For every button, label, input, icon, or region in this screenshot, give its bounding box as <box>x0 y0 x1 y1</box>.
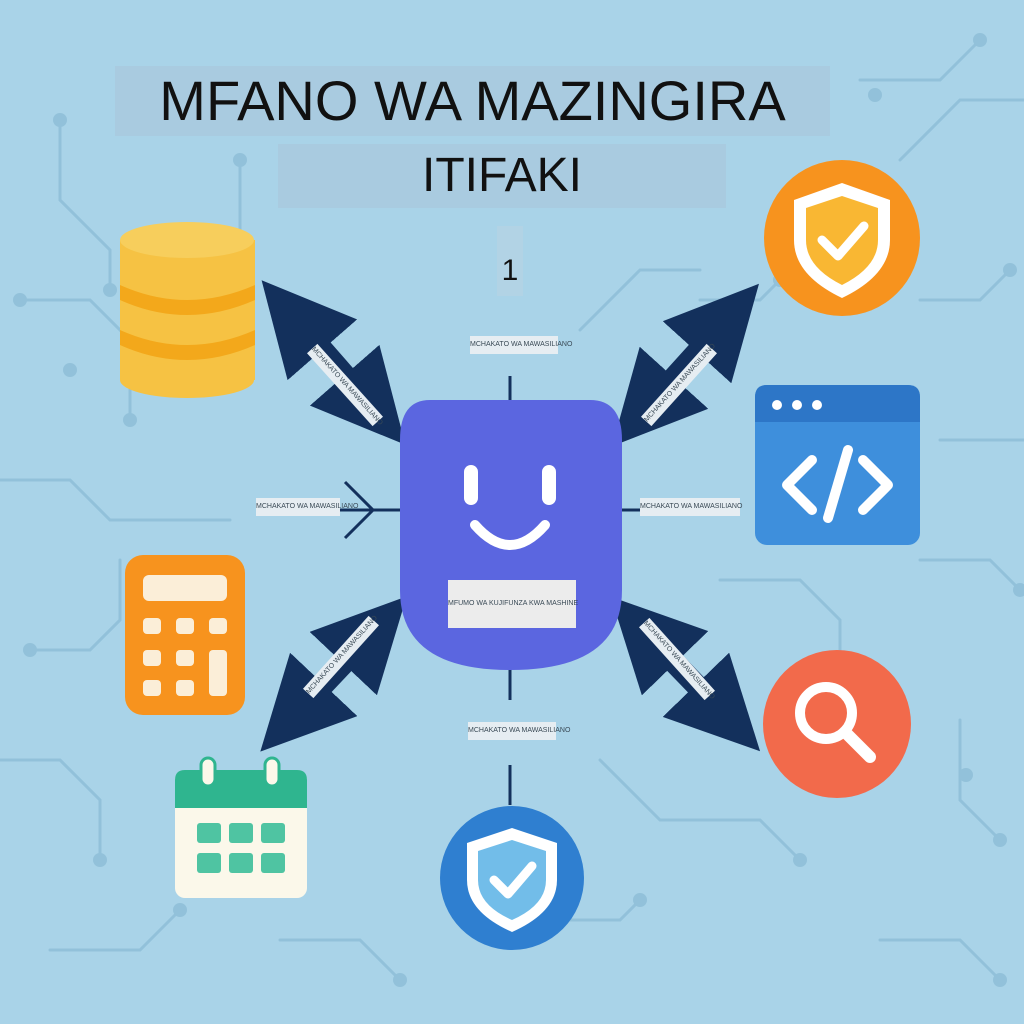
arrow-top-right <box>612 283 759 447</box>
diagram-title: MFANO WA MAZINGIRA <box>115 66 830 136</box>
code-window-icon <box>755 385 920 545</box>
shield-check-icon <box>440 806 584 950</box>
diagram-subtitle: ITIFAKI <box>278 144 726 208</box>
label-right: MCHAKATO WA MAWASILIANO <box>640 498 742 516</box>
search-icon <box>763 650 911 798</box>
connector-left-chevron <box>343 480 376 540</box>
shield-check-icon <box>764 160 920 316</box>
label-left: MCHAKATO WA MAWASILIANO <box>256 498 358 516</box>
diagram-title-number: 1 <box>497 226 523 296</box>
calendar-icon <box>175 756 307 898</box>
label-top: MCHAKATO WA MAWASILIANO <box>470 336 572 354</box>
label-bottom: MCHAKATO WA MAWASILIANO <box>468 722 570 740</box>
database-icon <box>120 222 255 398</box>
label-center: MFUMO WA KUJIFUNZA KWA MASHINE <box>448 580 578 628</box>
robot-face-icon <box>400 400 622 670</box>
connector-lines <box>340 376 650 805</box>
calculator-icon <box>125 555 245 715</box>
